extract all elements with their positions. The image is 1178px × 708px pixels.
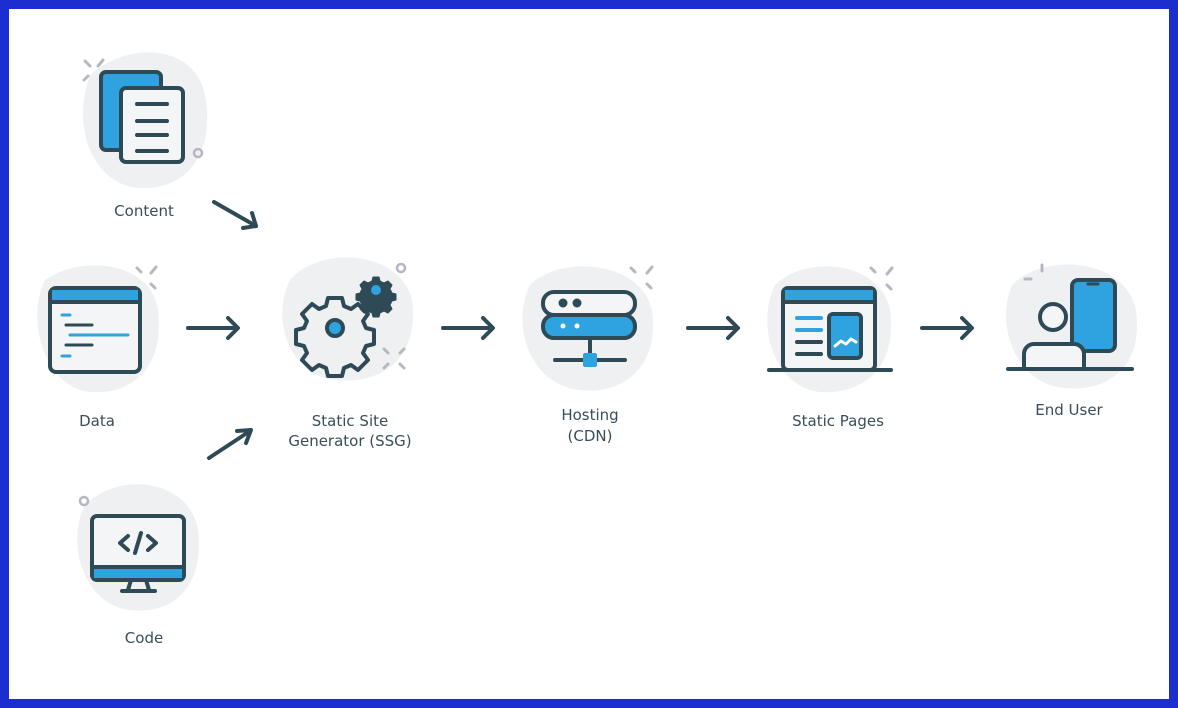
pages-label: Static Pages [792, 412, 884, 430]
documents-icon [99, 70, 185, 164]
ssg-label-line1: Static Site [312, 412, 388, 430]
arrow-code-to-ssg [207, 428, 253, 460]
arrow-data-to-ssg [186, 316, 240, 340]
code-label: Code [125, 629, 163, 647]
ssg-node [282, 257, 414, 381]
content-node [82, 52, 208, 189]
browser-window-icon [48, 286, 142, 374]
gears-icon [294, 276, 397, 378]
webpage-icon [767, 286, 893, 372]
data-label: Data [79, 412, 115, 430]
arrow-hosting-to-pages [686, 316, 740, 340]
arrow-ssg-to-hosting [441, 316, 495, 340]
hosting-label-line2: (CDN) [568, 427, 613, 445]
hosting-node [522, 265, 654, 391]
content-label: Content [114, 202, 174, 220]
code-node [77, 484, 199, 611]
ssg-label-line2: Generator (SSG) [288, 432, 411, 450]
monitor-code-icon [90, 514, 186, 593]
arrow-pages-to-user [920, 316, 974, 340]
user-node [1006, 263, 1138, 389]
arrow-content-to-ssg [212, 200, 258, 230]
data-node [37, 265, 159, 393]
pages-node [767, 266, 894, 393]
arrows [186, 200, 974, 460]
hosting-label-line1: Hosting [561, 406, 618, 424]
user-phone-icon [1006, 278, 1134, 371]
user-label: End User [1035, 401, 1103, 419]
server-icon [541, 290, 637, 367]
